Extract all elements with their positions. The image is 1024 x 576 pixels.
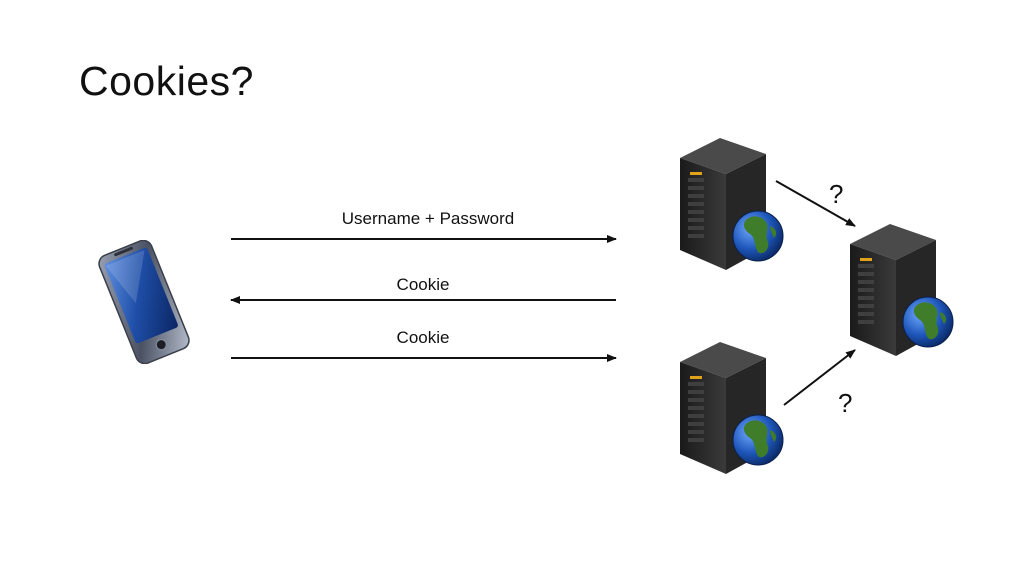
smartphone-icon xyxy=(86,239,202,365)
question-mark-bottom: ? xyxy=(838,388,853,418)
server-globe-icon xyxy=(676,338,786,476)
arrow-server-top-to-right xyxy=(775,180,856,227)
question-mark-top: ? xyxy=(829,179,844,209)
message-label-username-password: Username + Password xyxy=(341,209,515,228)
server-globe-icon xyxy=(846,220,956,358)
slide-title: Cookies? xyxy=(79,58,254,104)
arrow-server-bottom-to-right xyxy=(783,349,856,406)
server-globe-icon xyxy=(676,134,786,272)
message-label-cookie-response: Cookie xyxy=(396,275,450,294)
message-label-cookie-request: Cookie xyxy=(396,328,450,347)
